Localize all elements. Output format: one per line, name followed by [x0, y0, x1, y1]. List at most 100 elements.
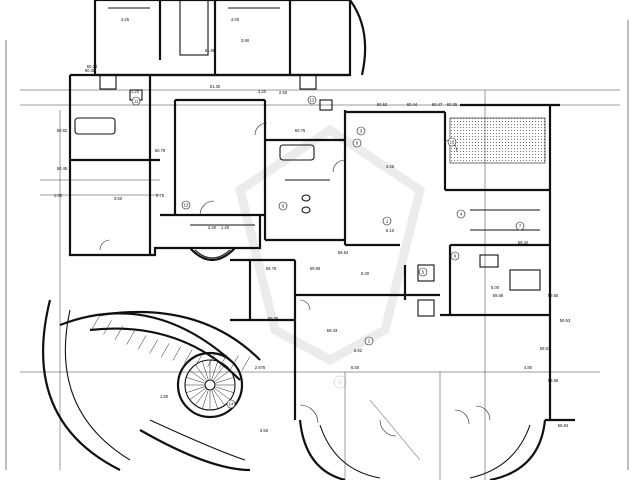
spiral-tread	[213, 389, 225, 406]
dimension-label: 3.20	[258, 89, 267, 94]
room-marker-circle	[181, 200, 191, 210]
stair-tread	[172, 346, 181, 361]
dimension-label: 0.75	[156, 193, 165, 198]
spiral-tread	[213, 364, 225, 381]
room-marker-circle	[456, 209, 466, 219]
room-area-label: 59.42	[518, 240, 529, 245]
room-area-label: 60.53	[377, 102, 388, 107]
main-floor-walls	[68, 73, 575, 422]
room-marker-circle	[278, 201, 288, 211]
stair-tread	[218, 354, 228, 369]
room-area-label: 59.65	[548, 293, 559, 298]
dimension-label: 1.40	[221, 225, 230, 230]
room-number-marker: 8	[352, 138, 362, 148]
room-number-text: 3	[360, 129, 363, 134]
room-number-text: 4	[460, 212, 463, 217]
room-area-label: 58.84	[558, 423, 569, 428]
room-number-marker: 10	[447, 137, 457, 147]
room-area-label: 60.75	[295, 128, 306, 133]
spiral-tread	[214, 388, 231, 400]
room-area-label: 59.79	[266, 266, 277, 271]
room-number-text: 5	[422, 270, 425, 275]
dimension-label: 4.25	[121, 17, 130, 22]
stair-tread	[126, 330, 135, 345]
room-number-marker: 6	[450, 251, 460, 261]
room-number-text: 9	[282, 204, 285, 209]
stair-tread	[137, 335, 147, 350]
dimension-label: 5.92	[354, 348, 363, 353]
room-area-label: 61.30	[210, 84, 221, 89]
room-marker-circle	[356, 126, 366, 136]
dimension-guides	[40, 90, 486, 480]
room-number-marker: 1	[382, 216, 392, 226]
north-wing-walls	[93, 0, 367, 77]
room-marker-circle	[352, 138, 362, 148]
room-number-text: 7	[519, 224, 522, 229]
spiral-tread	[215, 377, 234, 384]
room-marker-circle	[364, 336, 374, 346]
stair-tread	[114, 325, 124, 340]
dimension-label: 0.50	[260, 428, 269, 433]
dimension-label: 1.00	[54, 193, 63, 198]
stair-tread	[161, 343, 170, 358]
room-number-text: 1	[386, 219, 389, 224]
watermark-emblem: R	[234, 124, 426, 389]
spiral-tread	[186, 377, 205, 384]
room-number-marker: 3	[356, 126, 366, 136]
stair-tread	[184, 349, 193, 364]
room-area-label: 59.55	[548, 378, 559, 383]
room-area-label: 59.43	[327, 328, 338, 333]
room-marker-circle	[447, 137, 457, 147]
dimension-label: 1.50	[160, 394, 169, 399]
room-number-marker: 14	[226, 399, 236, 409]
spiral-tread	[202, 390, 209, 409]
room-number-marker: 13	[181, 200, 191, 210]
dimension-label: 5.00	[491, 285, 500, 290]
sanitary-fixtures	[74, 74, 541, 317]
bay-window	[189, 247, 236, 262]
dimension-label: 6.30	[361, 271, 370, 276]
dimension-label: 2.975	[255, 365, 266, 370]
room-marker-circle	[450, 251, 460, 261]
room-area-label: 59.59	[493, 293, 504, 298]
room-number-text: 11	[134, 99, 139, 104]
spiral-tread	[202, 361, 209, 380]
stair-tread	[91, 314, 101, 330]
room-number-text: 10	[450, 140, 455, 145]
stair-tread	[195, 351, 205, 366]
room-number-marker: 5	[418, 267, 428, 277]
spiral-staircase	[89, 310, 261, 472]
spiral-tread	[189, 370, 206, 382]
dimension-label: 3.90	[241, 38, 250, 43]
room-area-label: 60.79	[155, 148, 166, 153]
room-area-label: 60.45	[57, 166, 68, 171]
stair-tread	[103, 320, 112, 335]
dimension-label: 5.10	[386, 228, 395, 233]
room-number-marker: 7	[515, 221, 525, 231]
room-number-text: 13	[184, 203, 189, 208]
spiral-tread	[215, 386, 234, 393]
room-marker-circle	[382, 216, 392, 226]
room-marker-circle	[418, 267, 428, 277]
room-marker-circle	[226, 399, 236, 409]
room-number-marker: 4	[456, 209, 466, 219]
room-area-label: 59.38	[268, 316, 279, 321]
room-marker-circle	[131, 96, 141, 106]
watermark-letter: R	[337, 380, 342, 387]
spiral-tread	[189, 388, 206, 400]
room-number-text: 14	[229, 402, 234, 407]
room-number-marker: 2	[364, 336, 374, 346]
dimension-label: 6.50	[351, 365, 360, 370]
room-area-label: 61.98	[205, 48, 216, 53]
spiral-tread	[195, 389, 207, 406]
spiral-tread	[211, 361, 218, 380]
room-number-marker: 9	[278, 201, 288, 211]
spiral-tread	[195, 364, 207, 381]
spiral-treads	[91, 314, 251, 410]
dimension-label: 2.50	[279, 90, 288, 95]
room-area-label: 59.53	[560, 318, 571, 323]
